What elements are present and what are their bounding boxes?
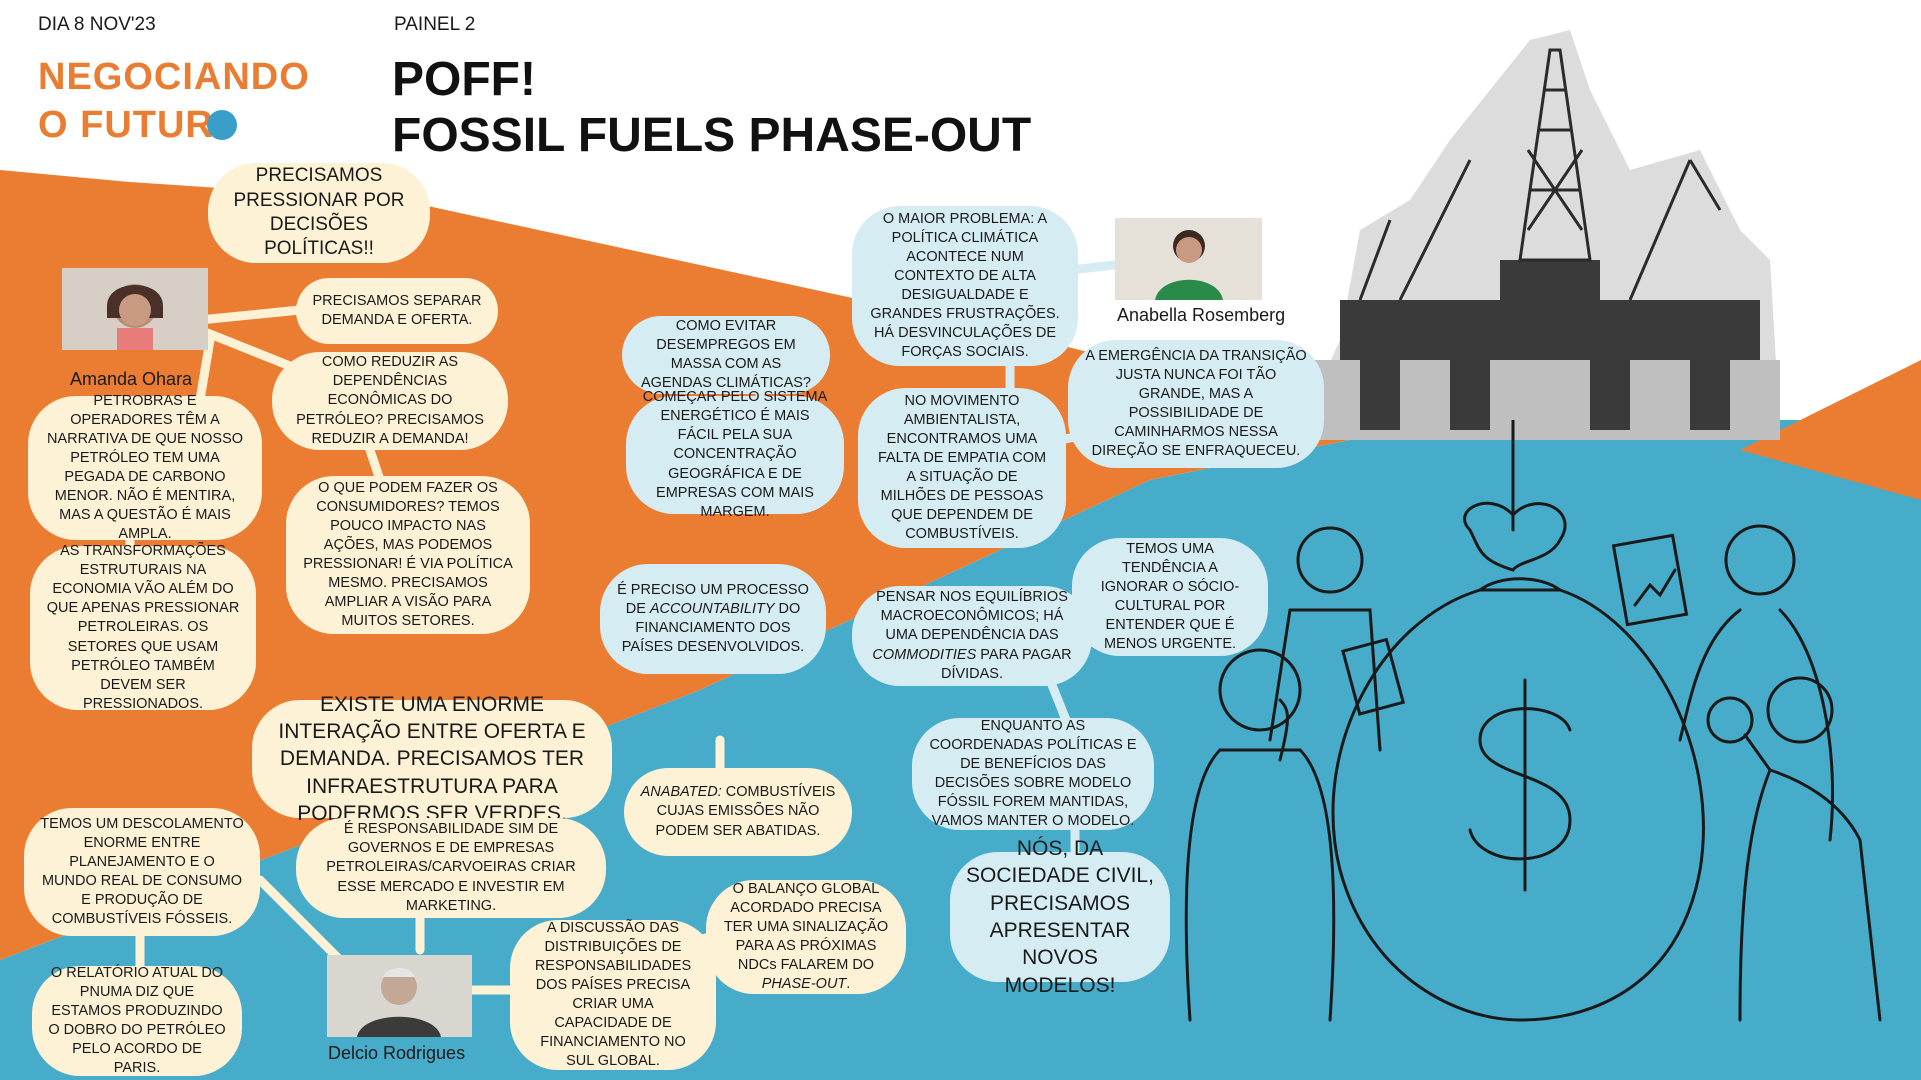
logo-dot xyxy=(207,110,237,140)
people-money-bag-illustration xyxy=(1184,420,1882,1022)
page-title-line-1: POFF! xyxy=(392,53,536,106)
accountability-post: DO FINANCIAMENTO DOS PAÍSES DESENVOLVIDO… xyxy=(621,600,805,656)
oil-rig-image xyxy=(1300,30,1780,440)
bubble-anabated-text: ANABATED: COMBUSTÍVEIS CUJAS EMISSÕES NÃ… xyxy=(640,783,836,840)
equilibrios-pre: PENSAR NOS EQUILÍBRIOS MACROECONÔMICOS; … xyxy=(876,589,1068,644)
bubble-maior-problema: O MAIOR PROBLEMA: A POLÍTICA CLIMÁTICA A… xyxy=(852,206,1078,366)
delcio-avatar xyxy=(327,955,472,1037)
accountability-em: ACCOUNTABILITY xyxy=(649,600,775,617)
amanda-name: Amanda Ohara xyxy=(70,369,193,389)
anabella-avatar xyxy=(1115,218,1262,300)
bubble-equilibrios-text: PENSAR NOS EQUILÍBRIOS MACROECONÔMICOS; … xyxy=(868,588,1076,684)
bubble-coordenadas-politicas: ENQUANTO AS COORDENADAS POLÍTICAS E DE B… xyxy=(912,718,1154,830)
orange-corner-right xyxy=(1740,360,1921,500)
equilibrios-post: PARA PAGAR DÍVIDAS. xyxy=(940,646,1072,682)
bubble-interacao-oferta-demanda: EXISTE UMA ENORME INTERAÇÃO ENTRE OFERTA… xyxy=(252,693,612,825)
bubble-consumidores: O QUE PODEM FAZER OS CONSUMIDORES? TEMOS… xyxy=(286,476,530,634)
delcio-photo xyxy=(327,955,472,1037)
event-date: DIA 8 NOV'23 xyxy=(38,14,156,35)
balanco-text-em: PHASE-OUT xyxy=(761,976,847,993)
bubble-responsabilidade-governos: É RESPONSABILIDADE SIM DE GOVERNOS E DE … xyxy=(296,818,606,918)
bubble-separar-demanda: PRECISAMOS SEPARAR DEMANDA E OFERTA. xyxy=(296,278,498,344)
amanda-photo xyxy=(62,268,208,350)
anabella-name: Anabella Rosemberg xyxy=(1117,305,1286,325)
anabated-term: ANABATED: xyxy=(640,784,722,801)
accountability-pre: É PRECISO UM PROCESSO DE xyxy=(617,581,809,617)
bubble-desempregos: COMO EVITAR DESEMPREGOS EM MASSA COM AS … xyxy=(622,316,830,394)
bubble-pressionar-decisoes: PRECISAMOS PRESSIONAR POR DECISÕES POLÍT… xyxy=(208,163,430,263)
balanco-text-post: . xyxy=(846,976,851,993)
bubble-sociedade-civil: NÓS, DA SOCIEDADE CIVIL, PRECISAMOS APRE… xyxy=(950,837,1170,997)
bubble-interacao-text: EXISTE UMA ENORME INTERAÇÃO ENTRE OFERTA… xyxy=(278,692,586,825)
logo-line-2: O FUTUR xyxy=(38,104,214,146)
bubble-petrobras-narrativa: PETROBRAS E OPERADORES TÊM A NARRATIVA D… xyxy=(28,393,262,542)
delcio-name: Delcio Rodrigues xyxy=(328,1043,466,1063)
bubble-reduzir-dependencias: COMO REDUZIR AS DEPENDÊNCIAS ECONÔMICAS … xyxy=(272,352,508,450)
bubble-emergencia-transicao: A EMERGÊNCIA DA TRANSIÇÃO JUSTA NUNCA FO… xyxy=(1068,340,1324,468)
balanco-text-pre: O BALANÇO GLOBAL ACORDADO PRECISA TER UM… xyxy=(723,880,889,974)
bubble-accountability-text: É PRECISO UM PROCESSO DE ACCOUNTABILITY … xyxy=(616,581,810,658)
panel-label: PAINEL 2 xyxy=(394,14,476,35)
page-title-line-2: FOSSIL FUELS PHASE-OUT xyxy=(392,109,1032,162)
bubble-equilibrios-macro: PENSAR NOS EQUILÍBRIOS MACROECONÔMICOS; … xyxy=(852,586,1092,686)
logo-line-1: NEGOCIANDO xyxy=(38,56,310,98)
bubble-anabated: ANABATED: COMBUSTÍVEIS CUJAS EMISSÕES NÃ… xyxy=(624,768,852,856)
amanda-avatar xyxy=(62,268,208,350)
bubble-descolamento: TEMOS UM DESCOLAMENTO ENORME ENTRE PLANE… xyxy=(24,808,260,936)
bubble-relatorio-pnuma: O RELATÓRIO ATUAL DO PNUMA DIZ QUE ESTAM… xyxy=(32,965,242,1076)
bubble-balanco-global: O BALANÇO GLOBAL ACORDADO PRECISA TER UM… xyxy=(706,880,906,994)
bubble-discussao-distribuicoes: A DISCUSSÃO DAS DISTRIBUIÇÕES DE RESPONS… xyxy=(510,920,716,1070)
bubble-movimento-ambientalista: NO MOVIMENTO AMBIENTALISTA, ENCONTRAMOS … xyxy=(858,388,1066,548)
bubble-transformacoes-estruturais: AS TRANSFORMAÇÕES ESTRUTURAIS NA ECONOMI… xyxy=(30,543,256,712)
equilibrios-em: COMMODITIES xyxy=(872,646,977,663)
bubble-socio-cultural: TEMOS UMA TENDÊNCIA A IGNORAR O SÓCIO-CU… xyxy=(1072,538,1268,656)
anabated-definition: COMBUSTÍVEIS CUJAS EMISSÕES NÃO PODEM SE… xyxy=(655,784,836,839)
anabella-photo xyxy=(1115,218,1262,300)
bubble-balanco-text: O BALANÇO GLOBAL ACORDADO PRECISA TER UM… xyxy=(722,880,890,995)
bubble-sistema-energetico: COMEÇAR PELO SISTEMA ENERGÉTICO É MAIS F… xyxy=(626,389,844,520)
bubble-accountability: É PRECISO UM PROCESSO DE ACCOUNTABILITY … xyxy=(600,564,826,674)
